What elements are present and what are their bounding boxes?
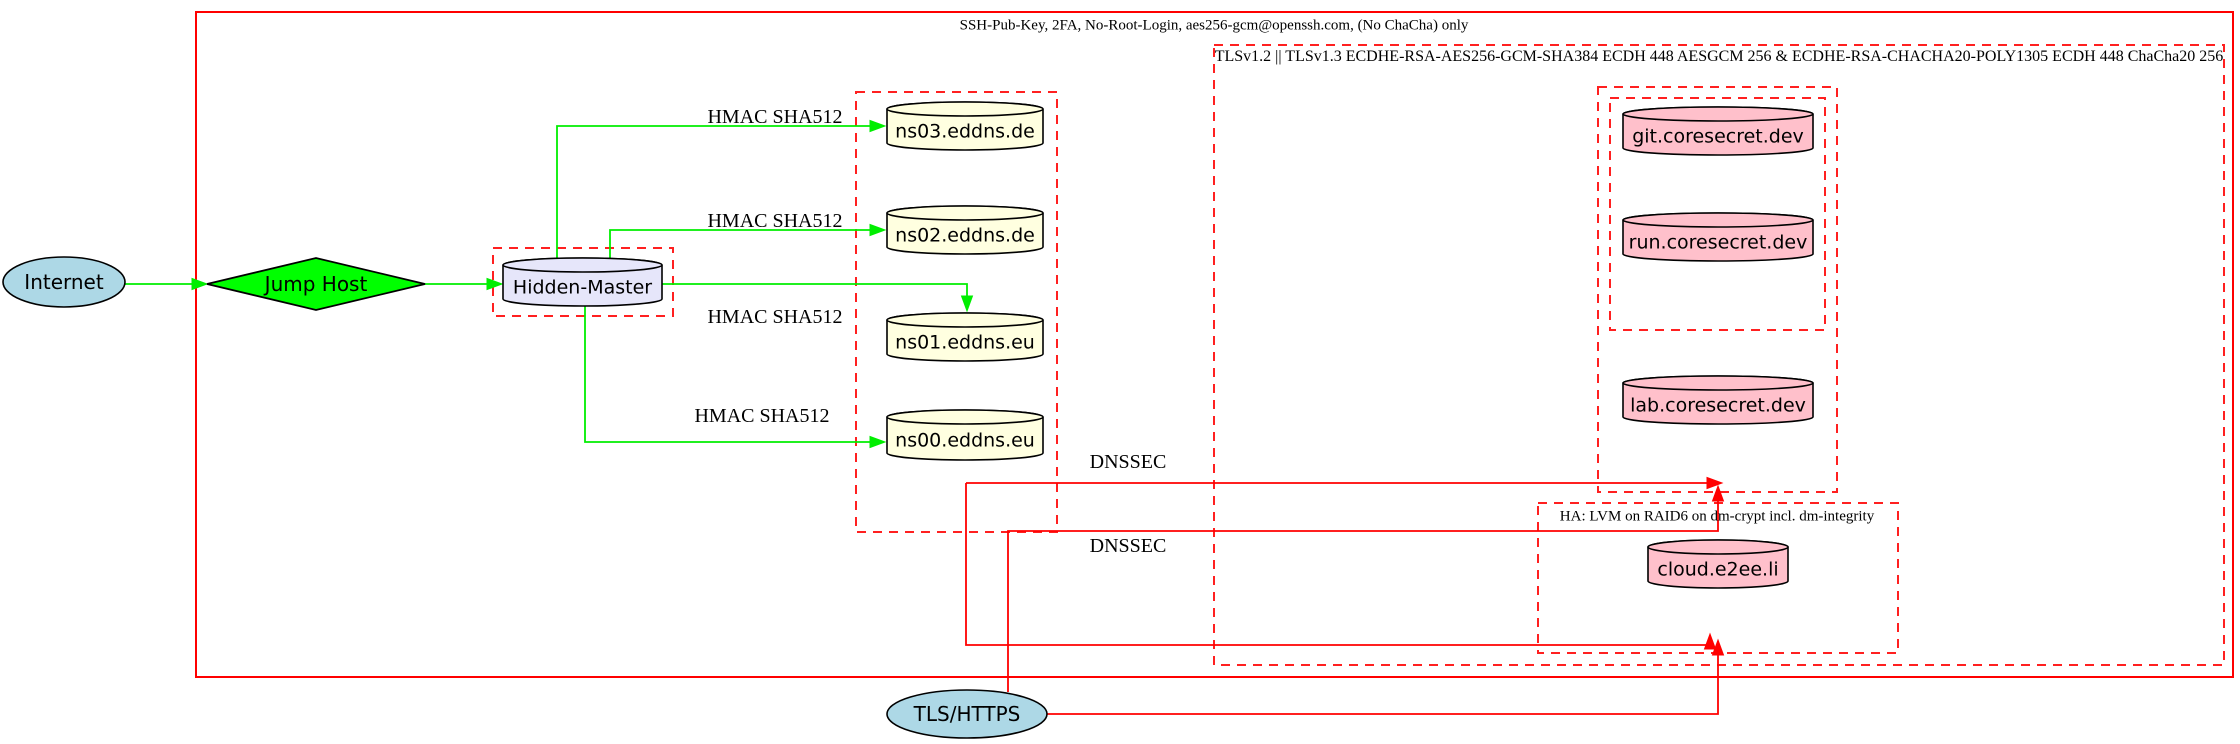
git-node-top	[1622, 106, 1814, 122]
edge-hm-ns01-arrowhead	[960, 295, 974, 313]
edge-hm-ns01	[662, 283, 968, 298]
edge-tlshttps-servers	[1007, 499, 1719, 692]
servers-outer-cluster-border	[1597, 86, 1838, 493]
edge-hm-ns02-arrowhead	[869, 223, 887, 237]
edge-hm-ns00-arrowhead	[869, 435, 887, 449]
edge-dnssec-cloud	[965, 483, 1711, 646]
lab-node-top	[1622, 375, 1814, 391]
jump-host-node	[206, 257, 426, 311]
edge-internet-jumphost-arrowhead	[191, 277, 209, 291]
hidden-master-cluster-border	[492, 247, 674, 317]
ns02-node-top	[886, 205, 1044, 221]
edge-tlshttps-cloud-arrowhead	[1711, 638, 1725, 656]
cloud-node-top	[1647, 539, 1789, 555]
edge-hm-ns02	[609, 229, 871, 259]
edge-dnssec-cloud-arrowhead	[1703, 632, 1717, 650]
ns03-node-top	[886, 101, 1044, 117]
ns00-node-top	[886, 409, 1044, 425]
tls-cluster-border	[1213, 44, 2225, 666]
edge-tlshttps-servers-arrowhead	[1711, 484, 1725, 502]
edge-jumphost-hiddenmaster-arrowhead	[486, 277, 504, 291]
ssh-cluster-border	[195, 11, 2234, 678]
edge-tlshttps-cloud	[1047, 652, 1719, 715]
edge-dnssec-servers-arrowhead	[1706, 476, 1724, 490]
internet-node	[2, 256, 126, 308]
edge-hm-ns03	[556, 125, 871, 259]
run-node-top	[1622, 212, 1814, 228]
tls-https-node	[886, 689, 1048, 739]
hidden-master-node-top	[502, 257, 663, 273]
dns-cluster-border	[855, 91, 1058, 533]
ns01-node-top	[886, 312, 1044, 328]
edge-hm-ns03-arrowhead	[869, 119, 887, 133]
edge-hm-ns00	[584, 306, 871, 443]
